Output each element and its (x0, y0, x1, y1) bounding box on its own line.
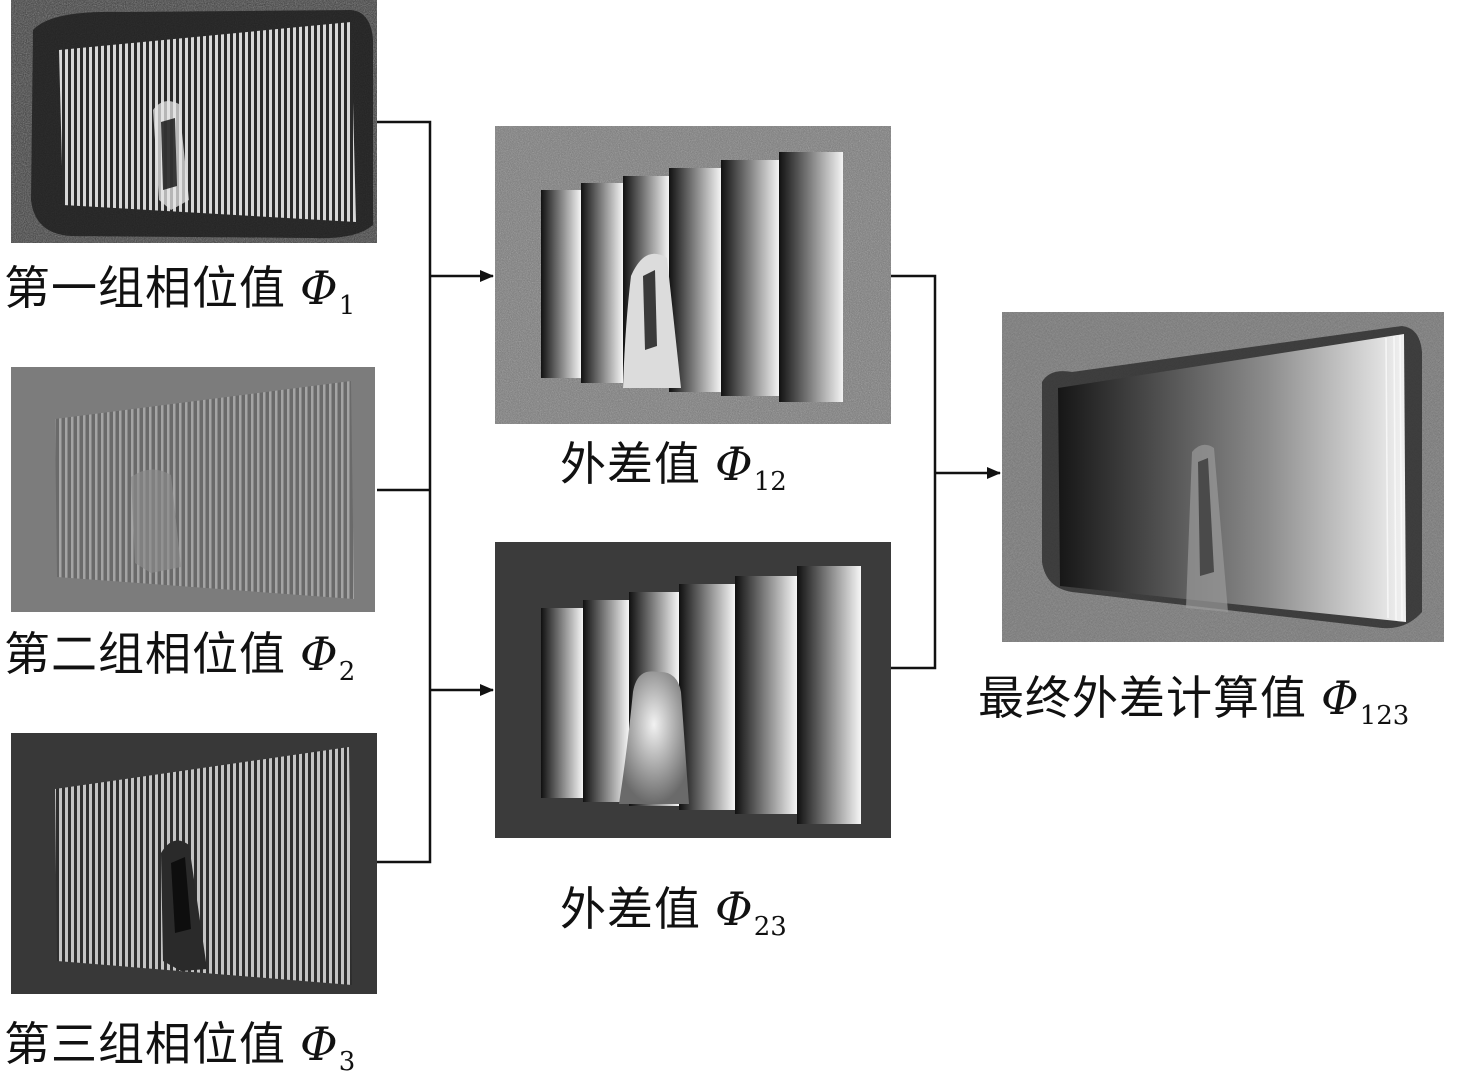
phase-map-1-image (11, 0, 377, 243)
intermediate-bracket (891, 274, 937, 670)
phase-symbol: Φ (715, 437, 754, 491)
phase-symbol: Φ (715, 882, 754, 936)
phase-symbol: Φ (1321, 671, 1360, 725)
heterodyne-map-12-image (495, 126, 891, 424)
phase-map-2-image (11, 367, 375, 612)
input-bracket (377, 120, 432, 864)
phase-symbol: Φ (300, 627, 339, 681)
final-heterodyne-map-image (1002, 312, 1444, 642)
phase-symbol: Φ (300, 1017, 339, 1071)
phase-symbol: Φ (300, 261, 339, 315)
heterodyne-map-23-image (495, 542, 891, 838)
phase-map-3-image (11, 733, 377, 994)
